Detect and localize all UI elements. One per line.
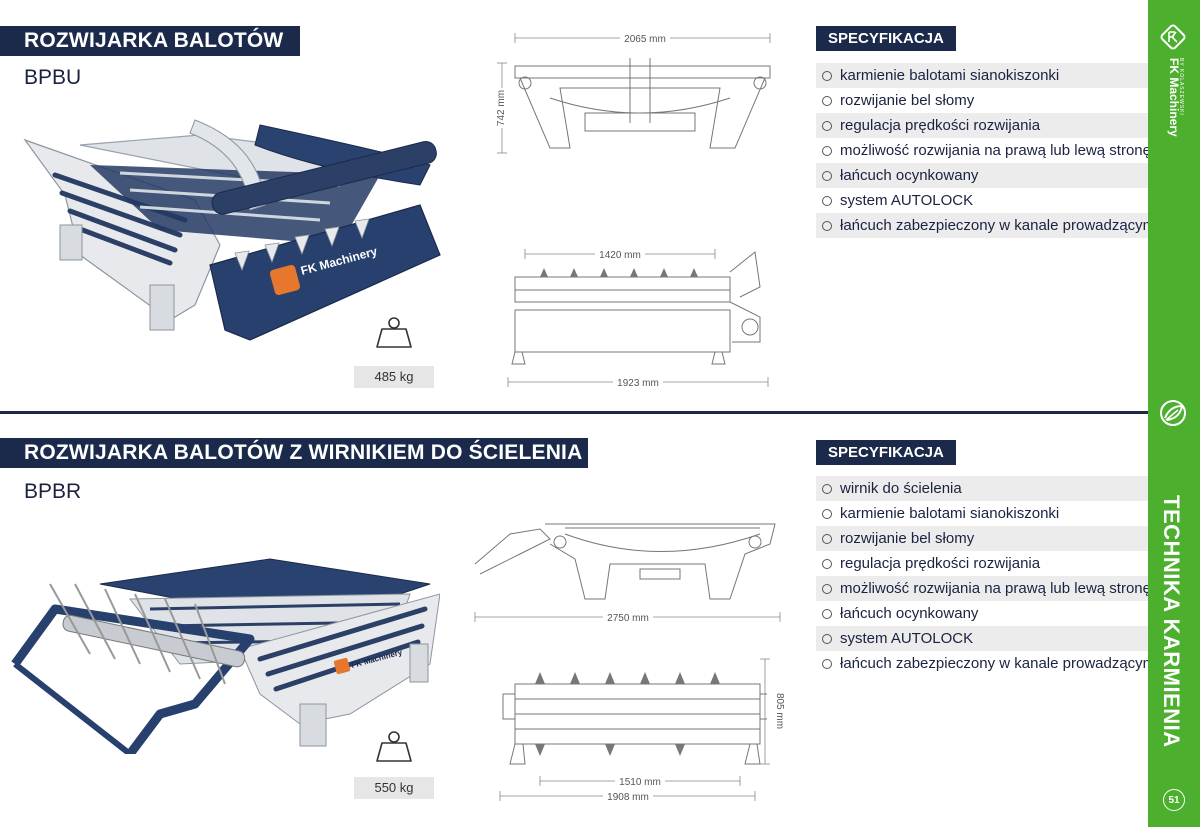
dim-width-top: 2750 mm [607,613,649,624]
bullet-icon [822,195,832,206]
dim-width-bottom: 1908 mm [607,792,649,803]
bullet-icon [822,508,832,519]
spec-item: łańcuch zabezpieczony w kanale prowadząc… [816,213,1148,238]
brand-subtitle: BY KOLASZEWSKI [1178,58,1184,116]
bpbu-machine-image: FK Machinery [23,119,441,341]
bullet-icon [822,583,832,594]
bullet-icon [822,658,832,669]
spec-item: łańcuch ocynkowany [816,163,1148,188]
bpbu-front-drawing: 2065 mm 742 mm [494,31,771,154]
bullet-icon [822,145,832,156]
spec-header: SPECYFIKACJA [816,26,956,51]
bullet-icon [822,533,832,544]
spec-item: system AUTOLOCK [816,188,1148,213]
spec-item: system AUTOLOCK [816,626,1148,651]
spec-item: łańcuch zabezpieczony w kanale prowadząc… [816,651,1148,676]
spec-item: karmienie balotami sianokiszonki [816,501,1148,526]
bullet-icon [822,70,832,81]
bullet-icon [822,120,832,131]
spec-item: rozwijanie bel słomy [816,88,1148,113]
bpbu-side-drawing: 1420 mm 1923 mm [507,247,769,389]
product-title: ROZWIJARKA BALOTÓW Z WIRNIKIEM DO ŚCIELE… [0,438,588,468]
weight-icon [376,731,412,762]
spec-item: możliwość rozwijania na prawą lub lewą s… [816,576,1148,601]
brand-name: FK Machinery [1167,58,1181,137]
bullet-icon [822,220,832,231]
weight-value: 550 kg [354,777,434,799]
dim-width-top: 2065 mm [624,34,666,45]
bpbr-side-drawing: 805 mm 1510 mm 1908 mm [499,658,785,804]
spec-header: SPECYFIKACJA [816,440,956,465]
weight-value: 485 kg [354,366,434,388]
bullet-icon [822,483,832,494]
product-section-bpbu: ROZWIJARKA BALOTÓW BPBU [0,0,1148,413]
dim-inner: 1510 mm [619,777,661,788]
dim-inner: 1420 mm [599,250,641,261]
spec-list: karmienie balotami sianokiszonki rozwija… [816,63,1148,238]
product-model: BPBU [24,66,82,89]
product-title: ROZWIJARKA BALOTÓW [0,26,300,56]
page-number: 51 [1163,789,1185,811]
dim-height: 805 mm [774,693,785,729]
bullet-icon [822,608,832,619]
bullet-icon [822,95,832,106]
weight-icon [376,317,412,348]
fk-logo-icon [1160,24,1186,50]
spec-item: karmienie balotami sianokiszonki [816,63,1148,88]
category-title: TECHNIKA KARMIENIA [1159,495,1184,748]
bullet-icon [822,633,832,644]
bale-leaf-icon [1160,400,1186,426]
dim-height: 742 mm [496,90,507,126]
bullet-icon [822,558,832,569]
spec-item: wirnik do ścielenia [816,476,1148,501]
section-divider [0,411,1148,414]
bullet-icon [822,170,832,181]
product-model: BPBR [24,480,82,503]
spec-item: możliwość rozwijania na prawą lub lewą s… [816,138,1148,163]
spec-item: rozwijanie bel słomy [816,526,1148,551]
spec-item: łańcuch ocynkowany [816,601,1148,626]
spec-item: regulacja prędkości rozwijania [816,551,1148,576]
spec-item: regulacja prędkości rozwijania [816,113,1148,138]
product-section-bpbr: ROZWIJARKA BALOTÓW Z WIRNIKIEM DO ŚCIELE… [0,414,1148,827]
spec-list: wirnik do ścielenia karmienie balotami s… [816,476,1148,676]
bpbr-front-drawing: 2750 mm [474,523,781,624]
dim-width-bottom: 1923 mm [617,378,659,389]
bpbr-machine-image: FK Machinery [11,558,440,754]
